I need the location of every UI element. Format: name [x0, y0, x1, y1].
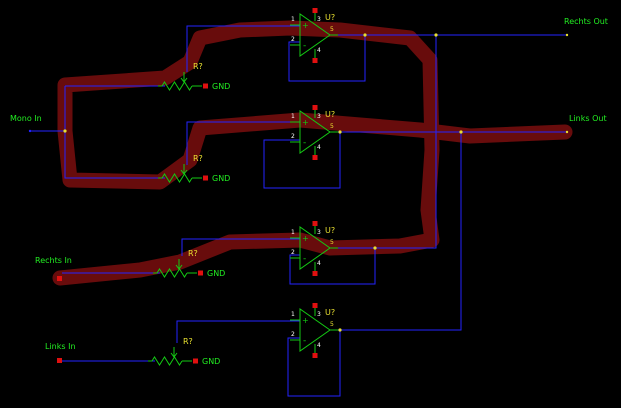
pin-label-5: 5: [330, 239, 334, 246]
wire-bus-rechts: [338, 35, 437, 249]
wire-mono-bus: [64, 86, 165, 179]
potentiometer-4[interactable]: R? GND: [148, 337, 220, 366]
pin-label-4: 4: [317, 260, 321, 267]
wire-pot4-wiper: [176, 320, 300, 343]
potentiometer-3[interactable]: R? GND: [153, 249, 225, 278]
port-label-rechts-in: Rechts In: [35, 256, 72, 265]
port-label-mono-in: Mono In: [10, 114, 42, 123]
opamp-plus: +: [302, 21, 309, 30]
supply-pad-bottom[interactable]: [312, 353, 318, 358]
opamp-plus: +: [302, 118, 309, 127]
junction-dot: [338, 328, 342, 332]
supply-pad-bottom[interactable]: [312, 155, 318, 160]
pin-label-2: 2: [291, 36, 295, 43]
wire-pot3-wiper: [181, 238, 300, 256]
wire-fb-u3: [289, 248, 376, 285]
gnd-label: GND: [207, 269, 225, 278]
opamp-refdes: U?: [325, 110, 335, 119]
wire-pot2-wiper: [186, 121, 300, 165]
pin-label-1: 1: [291, 311, 295, 318]
port-label-links-out: Links Out: [569, 114, 607, 123]
gnd-label: GND: [212, 174, 230, 183]
junction-dot: [373, 246, 377, 250]
opamp-minus: -: [303, 138, 306, 148]
port-terminal-rechts-out[interactable]: [565, 33, 569, 37]
pot-refdes: R?: [193, 154, 203, 163]
pot-refdes: R?: [183, 337, 193, 346]
opamp-minus: -: [303, 41, 306, 51]
port-terminal-mono-in[interactable]: [28, 129, 32, 133]
opamp-plus: +: [302, 234, 309, 243]
wire-fb-u1: [288, 35, 366, 82]
gnd-label: GND: [202, 357, 220, 366]
potentiometer-1[interactable]: R? GND: [158, 62, 230, 91]
pin-label-5: 5: [330, 321, 334, 328]
opamp-refdes: U?: [325, 226, 335, 235]
junction-dot: [459, 130, 463, 134]
gnd-pad[interactable]: [203, 175, 208, 181]
port-label-links-in: Links In: [45, 342, 76, 351]
gnd-pad[interactable]: [198, 270, 203, 276]
opamp-1[interactable]: + - 1 2 3 4 5 U?: [290, 8, 338, 63]
supply-pad-top[interactable]: [312, 105, 318, 110]
opamp-minus: -: [303, 336, 306, 346]
junctions: [63, 33, 463, 332]
port-pad-rechts-in[interactable]: [57, 276, 62, 281]
pin-label-4: 4: [317, 47, 321, 54]
wires: [30, 25, 567, 397]
port-label-rechts-out: Rechts Out: [564, 17, 608, 26]
pin-label-2: 2: [291, 249, 295, 256]
supply-pad-top[interactable]: [312, 8, 318, 13]
components: R?GNDR?GNDR?GNDR?GND+-12345U?+-12345U?+-…: [148, 8, 338, 366]
supply-pad-bottom[interactable]: [312, 58, 318, 63]
opamp-2[interactable]: + - 1 2 3 4 5 U?: [290, 105, 338, 160]
supply-pad-bottom[interactable]: [312, 271, 318, 276]
wire-pot1-wiper: [186, 25, 300, 72]
pin-label-1: 1: [291, 16, 295, 23]
pin-label-3: 3: [317, 16, 321, 23]
opamp-refdes: U?: [325, 13, 335, 22]
pin-label-4: 4: [317, 342, 321, 349]
pin-label-3: 3: [317, 113, 321, 120]
pin-label-4: 4: [317, 144, 321, 151]
pin-label-2: 2: [291, 133, 295, 140]
port-pad-links-in[interactable]: [57, 358, 62, 363]
pin-label-1: 1: [291, 113, 295, 120]
pin-label-2: 2: [291, 331, 295, 338]
potentiometer-2[interactable]: R? GND: [158, 154, 230, 183]
junction-dot: [363, 33, 367, 37]
opamp-minus: -: [303, 254, 306, 264]
supply-pad-top[interactable]: [312, 221, 318, 226]
opamp-3[interactable]: + - 1 2 3 4 5 U?: [290, 221, 338, 276]
gnd-label: GND: [212, 82, 230, 91]
port-terminal-links-out[interactable]: [565, 130, 569, 134]
pot-refdes: R?: [188, 249, 198, 258]
junction-dot: [338, 130, 342, 134]
opamp-4[interactable]: + - 1 2 3 4 5 U?: [290, 303, 338, 358]
highlighted-net: [52, 20, 573, 286]
opamp-plus: +: [302, 316, 309, 325]
pin-label-5: 5: [330, 123, 334, 130]
wire-bus-links: [338, 132, 462, 331]
gnd-pad[interactable]: [193, 358, 198, 364]
pin-label-5: 5: [330, 26, 334, 33]
pot-refdes: R?: [193, 62, 203, 71]
opamp-refdes: U?: [325, 308, 335, 317]
pin-label-1: 1: [291, 229, 295, 236]
pin-label-3: 3: [317, 311, 321, 318]
junction-dot: [434, 33, 438, 37]
gnd-pad[interactable]: [203, 83, 208, 89]
junction-dot: [63, 129, 67, 133]
pin-label-3: 3: [317, 229, 321, 236]
wire-fb-u2: [263, 132, 341, 189]
supply-pad-top[interactable]: [312, 303, 318, 308]
wire-fb-u4: [287, 330, 341, 397]
